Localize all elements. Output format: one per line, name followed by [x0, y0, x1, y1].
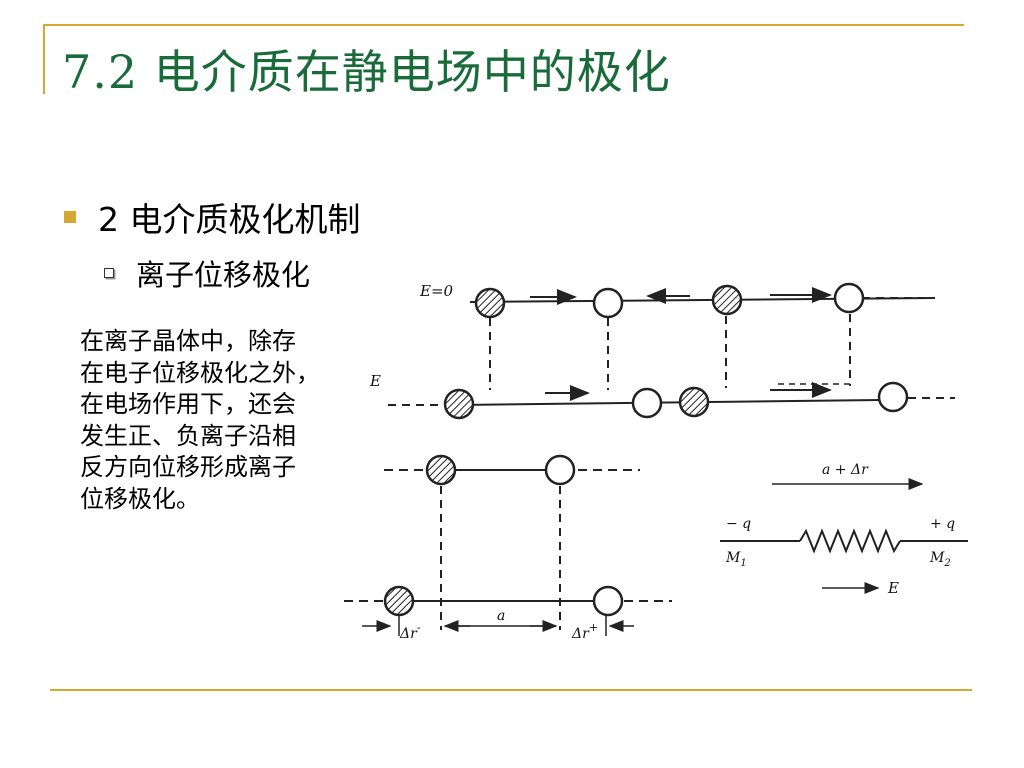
description-paragraph: 在离子晶体中，除存 在电子位移极化之外， 在电场作用下，还会 发生正、负离子沿相…	[80, 326, 370, 515]
title-frame-top-rule	[43, 24, 964, 26]
label-plus-q: + q	[930, 516, 955, 532]
negative-ion	[711, 284, 743, 316]
title-frame-left-rule	[43, 24, 45, 94]
label-a: a	[497, 608, 505, 624]
label-e-zero: E=0	[419, 282, 454, 300]
square-bullet-icon	[64, 211, 76, 223]
positive-ion	[631, 387, 663, 419]
negative-ion	[474, 287, 506, 319]
label-e-field: E	[369, 372, 381, 390]
bullet-level2-text: 离子位移极化	[136, 258, 311, 292]
bottom-lattice-diagram	[344, 454, 672, 636]
spring	[799, 528, 901, 554]
label-minus-q: − q	[726, 516, 751, 532]
label-delta-r-minus: Δr-	[399, 621, 421, 642]
row-field-line	[457, 399, 881, 406]
bullet-level1-text: 2 电介质极化机制	[98, 200, 361, 239]
description-line: 反方向位移形成离子	[80, 453, 296, 481]
label-field-e: E	[887, 579, 899, 597]
description-line: 发生正、负离子沿相	[80, 421, 296, 450]
bottom-rule	[50, 689, 972, 691]
positive-ion	[592, 287, 624, 319]
bullet-level1: 2 电介质极化机制	[64, 193, 361, 241]
label-m2: M2	[929, 550, 951, 569]
top-lattice-diagram	[388, 282, 955, 420]
label-m1: M1	[725, 550, 747, 569]
negative-ion	[678, 386, 710, 418]
hollow-square-bullet-icon	[104, 268, 114, 278]
slide-title: 7.2 电介质在静电场中的极化	[62, 45, 671, 99]
negative-ion	[425, 454, 457, 486]
label-a-plus-delta-r: a + Δr	[822, 462, 869, 478]
dipole-spring-diagram	[720, 478, 968, 594]
negative-ion-displaced	[383, 585, 415, 617]
positive-ion	[544, 454, 576, 486]
description-line: 在电子位移极化之外，	[80, 358, 320, 387]
positive-ion	[877, 381, 909, 413]
description-line: 在电场作用下，还会	[80, 390, 296, 418]
description-line: 在离子晶体中，除存	[80, 327, 296, 355]
positive-ion-displaced	[592, 585, 624, 617]
negative-ion	[443, 388, 475, 420]
bullet-level2: 离子位移极化	[104, 252, 310, 294]
description-line: 位移极化。	[80, 484, 200, 513]
label-delta-r-plus: Δr+	[571, 621, 598, 642]
positive-ion	[833, 282, 865, 314]
